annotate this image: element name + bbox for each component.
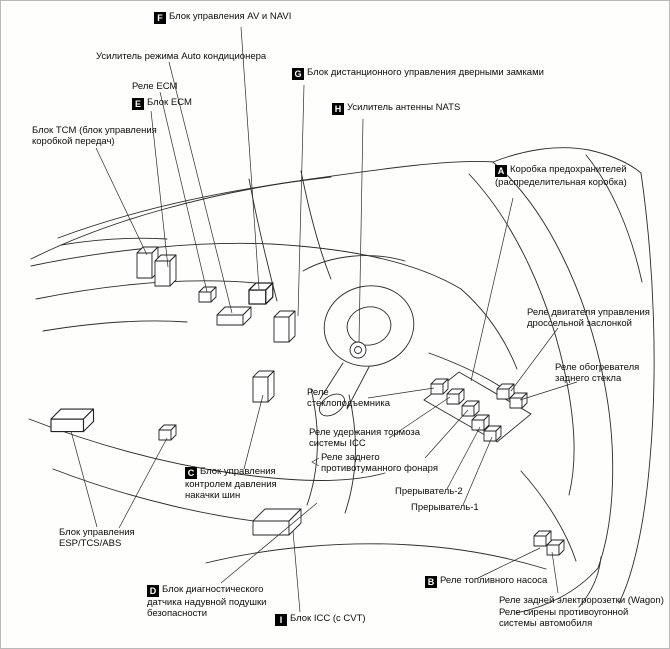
label-auto-ac-amplifier: Усилитель режима Auto кондиционера: [96, 51, 336, 62]
label-icc-brake-relay-text: Реле удержания тормоза системы ICC: [309, 427, 421, 449]
leader-lines: [70, 26, 578, 613]
label-breaker-1: Прерыватель-1: [411, 502, 501, 513]
label-fuse-box-text: Коробка предохранителей (распределительн…: [495, 164, 627, 188]
badge-d: D: [147, 585, 159, 597]
label-auto-ac-text: Усилитель режима Auto кондиционера: [96, 51, 267, 62]
component-breaker-1: [483, 425, 502, 442]
label-av-navi-text: Блок управления AV и NAVI: [169, 11, 292, 22]
label-icc-text: Блок ICC (с CVT): [290, 613, 366, 624]
steering-wheel: [318, 285, 415, 417]
leader-window-relay: [367, 387, 435, 399]
label-power-window-relay: Реле стеклоподъемника: [307, 387, 402, 409]
component-tire-pressure-box: [252, 370, 275, 403]
label-rear-defogger-relay: Реле обогревателя заднего стекла: [555, 362, 665, 384]
badge-f: F: [154, 12, 166, 24]
component-auto-ac-amp-box: [216, 306, 252, 326]
leader-fog-relay: [424, 409, 469, 459]
label-breaker-2: Прерыватель-2: [395, 486, 485, 497]
label-ecm-relay: Реле ECM: [132, 81, 232, 92]
label-tcm-unit: Блок TCM (блок управления коробкой перед…: [32, 125, 167, 147]
label-esp-tcs-abs-unit: Блок управления ESP/TCS/ABS: [59, 527, 159, 549]
label-alarm-siren-relay: Реле сирены противоугонной системы автом…: [499, 607, 659, 629]
label-breaker-1-text: Прерыватель-1: [411, 502, 479, 513]
label-throttle-relay-text: Реле двигателя управления дроссельной за…: [527, 307, 650, 329]
component-aux-box: [158, 424, 177, 441]
badge-g: G: [292, 68, 304, 80]
label-fog-relay-text: Реле заднего противотуманного фонаря: [321, 452, 438, 474]
component-ecm-box: [154, 254, 177, 287]
badge-i: I: [275, 614, 287, 626]
label-tire-pressure-text: Блок управления контролем давления накач…: [185, 466, 277, 501]
leader-icc: [292, 530, 301, 613]
component-esp-box: [50, 408, 95, 433]
badge-h: H: [332, 103, 344, 115]
label-siren-text: Реле сирены противоугонной системы автом…: [499, 607, 629, 629]
label-fuel-pump-text: Реле топливного насоса: [440, 575, 548, 586]
leader-fuse-box: [470, 197, 514, 382]
component-icc-brake-relay: [446, 388, 465, 405]
component-window-relay: [430, 378, 449, 395]
arrowhead-fog-relay: [311, 457, 320, 467]
component-av-navi-box: [248, 282, 274, 305]
label-rear-socket-text: Реле задней электророзетки (Wagon): [499, 595, 664, 606]
leader-breaker-1: [462, 436, 493, 506]
leader-av-navi: [240, 26, 260, 290]
leader-defogger-relay: [519, 381, 578, 401]
label-defogger-relay-text: Реле обогревателя заднего стекла: [555, 362, 640, 384]
component-rear-socket-relay: [546, 539, 565, 556]
label-door-locks-text: Блок дистанционного управления дверными …: [307, 67, 544, 78]
component-door-lock-box: [273, 310, 296, 343]
badge-b: B: [425, 576, 437, 588]
leader-esp-1: [70, 430, 98, 528]
leader-tire-pressure: [243, 394, 264, 470]
label-rear-power-socket-relay: Реле задней электророзетки (Wagon): [499, 595, 669, 606]
label-ecm-text: Блок ECM: [147, 97, 192, 108]
leader-auto-ac: [168, 61, 233, 314]
car-body-lines: [28, 147, 655, 614]
badge-a: A: [495, 165, 507, 177]
component-nats-antenna-amp: [349, 341, 367, 359]
label-rear-fog-lamp-relay: Реле заднего противотуманного фонаря: [321, 452, 461, 474]
component-defogger-relay: [509, 392, 528, 409]
leader-esp-2: [118, 437, 168, 529]
leader-rear-socket: [551, 551, 559, 594]
badge-e: E: [132, 98, 144, 110]
label-esp-text: Блок управления ESP/TCS/ABS: [59, 527, 135, 549]
label-throttle-motor-relay: Реле двигателя управления дроссельной за…: [527, 307, 662, 329]
leader-fuel-pump: [477, 547, 541, 579]
badge-c: C: [185, 467, 197, 479]
label-nats-text: Усилитель антенны NATS: [347, 102, 461, 113]
leader-tcm: [95, 147, 148, 256]
leader-airbag: [220, 502, 318, 584]
leader-ecm: [150, 110, 169, 268]
label-ecm-relay-text: Реле ECM: [132, 81, 178, 92]
component-boxes: [50, 246, 565, 556]
leader-nats: [358, 118, 364, 343]
component-breaker-2: [471, 414, 490, 431]
leader-ecm-relay: [159, 91, 208, 293]
label-tcm-text: Блок TCM (блок управления коробкой перед…: [32, 125, 157, 147]
label-icc-brake-hold-relay: Реле удержания тормоза системы ICC: [309, 427, 429, 449]
leader-door-locks: [297, 84, 305, 317]
label-airbag-text: Блок диагностического датчика надувной п…: [147, 584, 267, 619]
leader-throttle-relay: [510, 327, 559, 392]
component-ecm-relay-box: [198, 286, 217, 303]
leader-breaker-2: [446, 426, 481, 490]
label-window-relay-text: Реле стеклоподъемника: [307, 387, 390, 409]
leader-icc-brake-relay: [388, 396, 451, 439]
label-breaker-2-text: Прерыватель-2: [395, 486, 463, 497]
